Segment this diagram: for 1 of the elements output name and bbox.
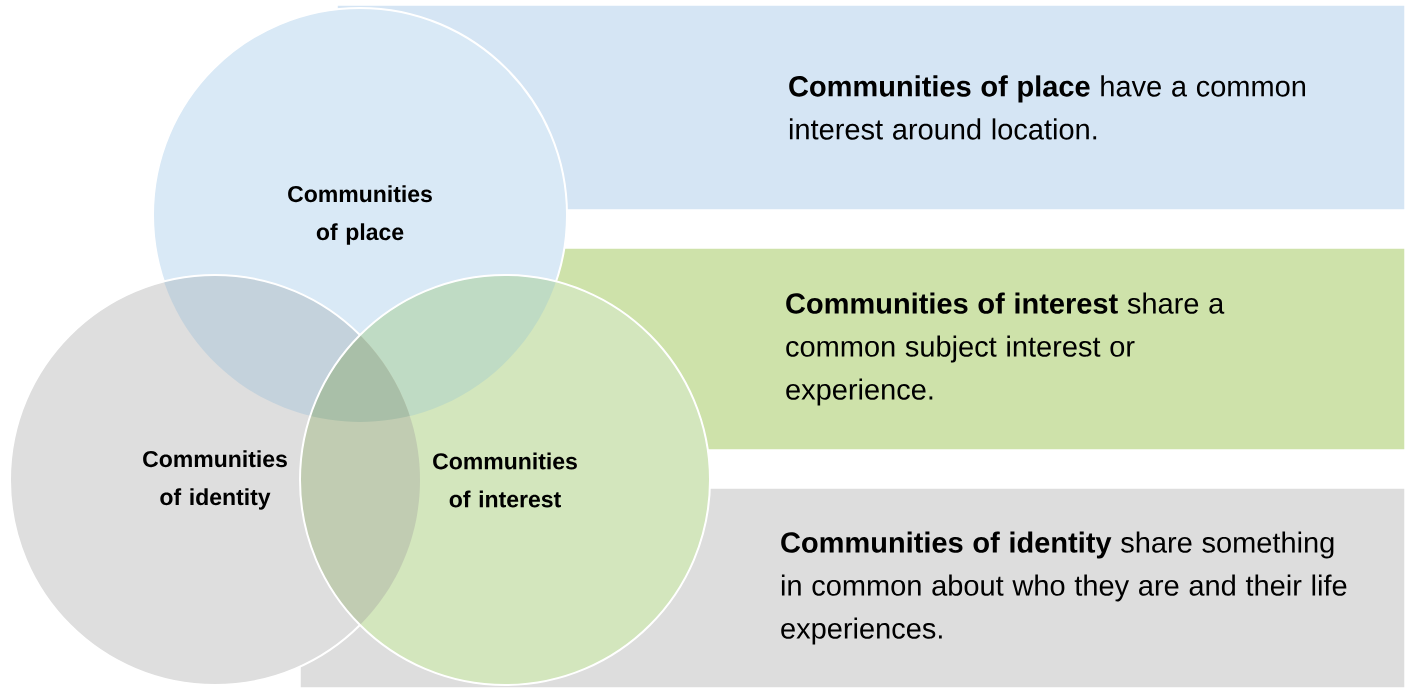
node-label: Communities of identity share something in common about who they are and their life experiences. [781,531,1347,645]
